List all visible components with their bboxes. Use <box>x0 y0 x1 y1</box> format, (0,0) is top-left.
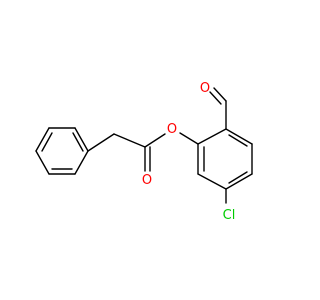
bond-double-inner <box>228 134 248 147</box>
atom-aldehyde-oxygen: O <box>200 81 210 96</box>
bond <box>87 133 115 152</box>
bond <box>35 150 50 175</box>
bond-double-inner <box>228 171 248 184</box>
bond <box>225 173 253 190</box>
bond <box>74 150 89 175</box>
bond-double-inner <box>41 132 53 152</box>
bond <box>213 87 227 102</box>
atom-chlorine: Cl <box>223 208 236 223</box>
bond <box>209 91 222 105</box>
molecule-structure: O O O Cl <box>35 81 253 223</box>
bond <box>113 133 146 148</box>
atom-ester-oxygen: O <box>167 122 177 137</box>
bond <box>197 173 227 190</box>
bonds <box>35 87 253 204</box>
bond <box>179 132 199 145</box>
bond <box>144 133 166 148</box>
bond <box>74 127 89 152</box>
bond <box>225 128 253 145</box>
bond <box>197 128 227 145</box>
bond <box>35 127 50 152</box>
bond-double-inner <box>72 132 84 152</box>
atom-carbonyl-oxygen: O <box>142 173 152 188</box>
